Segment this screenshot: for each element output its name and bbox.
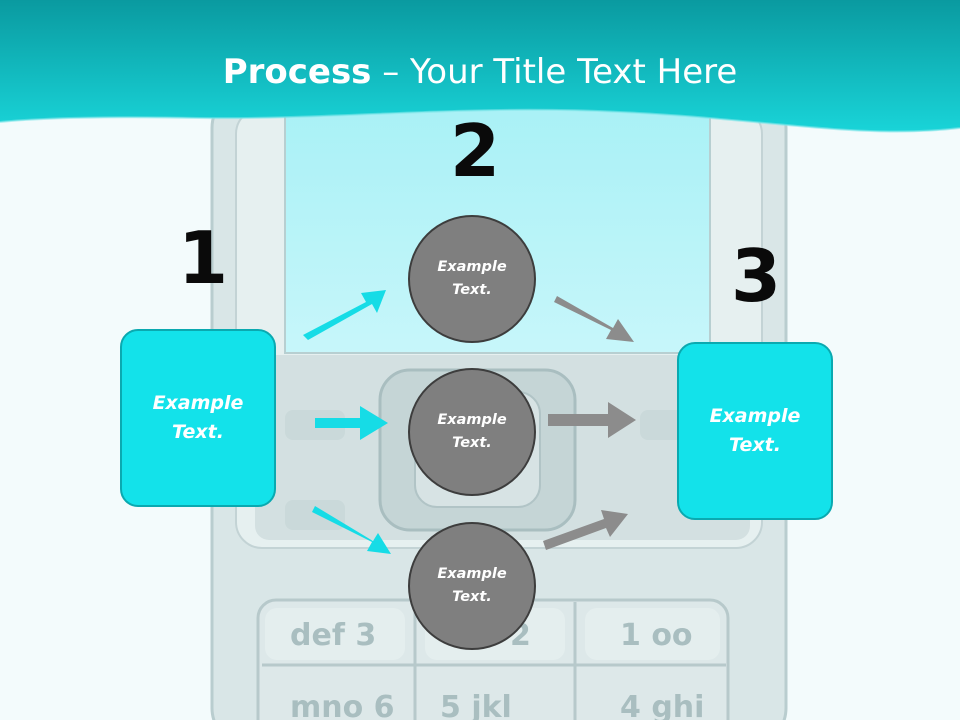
arrow-down-right-gray bbox=[554, 296, 634, 342]
circle-top: Example Text. bbox=[408, 215, 536, 343]
key-1-label: 1 oo bbox=[620, 618, 693, 653]
step-3-box: Example Text. bbox=[677, 342, 833, 520]
key-4-label: 4 ghi bbox=[620, 690, 705, 720]
step-number-1: 1 bbox=[178, 216, 229, 300]
circle-bottom-text: Example Text. bbox=[437, 566, 507, 605]
circle-middle-text: Example Text. bbox=[437, 412, 507, 451]
title-banner bbox=[0, 0, 960, 132]
title-bold: Process bbox=[222, 52, 372, 92]
step-number-3: 3 bbox=[731, 234, 782, 318]
step-3-text: Example Text. bbox=[709, 405, 801, 456]
circle-middle: Example Text. bbox=[408, 368, 536, 496]
step-1-text: Example Text. bbox=[152, 392, 244, 443]
step-number-2: 2 bbox=[450, 109, 501, 193]
arrow-right-cyan bbox=[315, 406, 388, 440]
key-6-label: mno 6 bbox=[290, 690, 395, 720]
arrow-down-right-cyan bbox=[312, 506, 391, 554]
arrow-up-right-cyan bbox=[303, 290, 386, 340]
slide-title: Process – Your Title Text Here bbox=[0, 52, 960, 92]
key-3-label: def 3 bbox=[290, 618, 377, 653]
title-text: – Your Title Text Here bbox=[371, 52, 738, 92]
arrow-right-gray bbox=[548, 402, 636, 438]
arrow-up-right-gray bbox=[543, 510, 628, 550]
key-5-label: 5 jkl bbox=[440, 690, 512, 720]
step-1-box: Example Text. bbox=[120, 329, 276, 507]
circle-bottom: Example Text. bbox=[408, 522, 536, 650]
circle-top-text: Example Text. bbox=[437, 259, 507, 298]
